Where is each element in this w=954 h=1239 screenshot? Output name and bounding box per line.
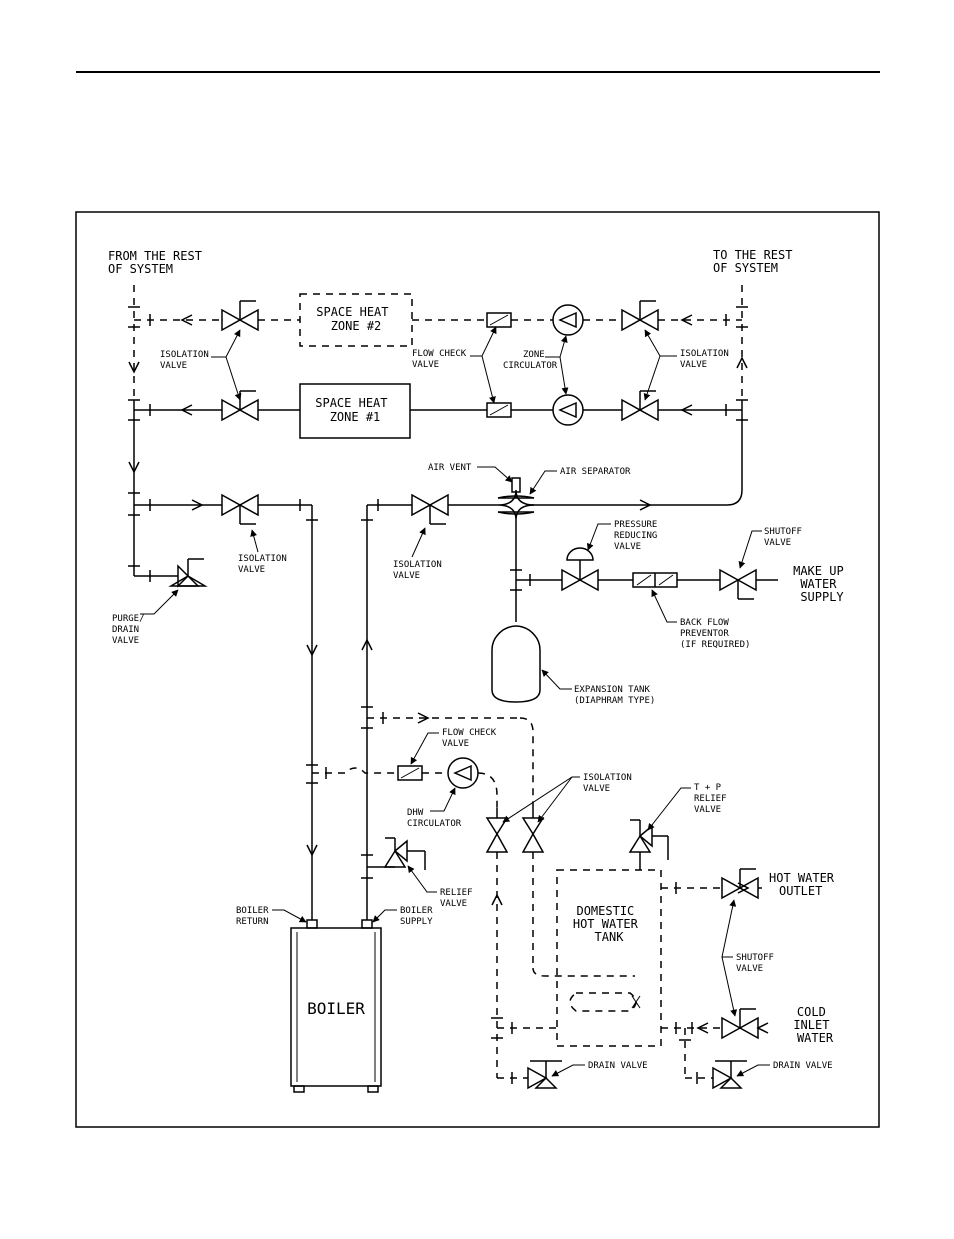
- boiler-supply-label: BOILER SUPPLY: [400, 906, 438, 927]
- isolation-valve-dhw-left[interactable]: [485, 808, 509, 853]
- drain-valve-left[interactable]: [527, 1060, 562, 1090]
- hot-water-outlet-label: HOT WATER OUTLET: [769, 871, 841, 898]
- relief-valve-label: RELIEF VALVE: [440, 888, 478, 909]
- expansion-tank-label: EXPANSION TANK (DIAPHRAM TYPE): [574, 685, 655, 706]
- air-vent-label: AIR VENT: [428, 463, 472, 473]
- diagram-frame: [75, 211, 880, 1128]
- dhw-loop: [312, 712, 635, 1084]
- make-up-water-label: MAKE UP WATER SUPPLY: [793, 564, 851, 604]
- flow-check-valve-zone1[interactable]: [486, 402, 512, 418]
- isolation-valve-dhw-right[interactable]: [521, 808, 545, 853]
- flow-check-top-label: FLOW CHECK VALVE: [412, 349, 472, 370]
- flow-check-valve-zone2[interactable]: [486, 312, 512, 328]
- purge-drain-label: PURGE/ DRAIN VALVE: [112, 614, 150, 646]
- drain-valve-right-label: DRAIN VALVE: [773, 1061, 833, 1071]
- back-flow-preventor[interactable]: [632, 572, 678, 588]
- boiler-return-label: BOILER RETURN: [236, 906, 274, 927]
- zone-circulator-label: ZONE CIRCULATOR: [503, 350, 558, 371]
- dhw-tank-label: DOMESTIC HOT WATER TANK: [573, 904, 645, 944]
- isolation-valve-dhw-label: ISOLATION VALVE: [583, 773, 637, 794]
- drain-valve-left-label: DRAIN VALVE: [588, 1061, 648, 1071]
- tp-relief-valve[interactable]: [628, 819, 669, 870]
- isolation-valve-return[interactable]: [221, 493, 259, 525]
- zone2-circulator[interactable]: [552, 304, 584, 336]
- back-flow-label: BACK FLOW PREVENTOR (IF REQUIRED): [680, 618, 750, 650]
- tp-relief-label: T + P RELIEF VALVE: [694, 783, 732, 815]
- right-supply-riser: [532, 285, 748, 511]
- boiler-supply-line: [361, 499, 498, 920]
- to-rest-label: TO THE REST OF SYSTEM: [713, 248, 800, 275]
- dhw-line-bend: [477, 772, 498, 808]
- flow-check-valve-dhw[interactable]: [397, 765, 423, 781]
- space-heat-zone-2: SPACE HEAT ZONE #2: [299, 293, 413, 347]
- dhw-circulator[interactable]: [447, 757, 479, 789]
- isolation-valve-supply[interactable]: [411, 493, 449, 525]
- space-heat-zone-1: SPACE HEAT ZONE #1: [299, 383, 411, 439]
- svg-text:SPACE HEAT ZONE #2: SPACE HEAT ZONE #2: [316, 305, 395, 333]
- air-separator-label: AIR SEPARATOR: [560, 467, 631, 477]
- isolation-valve-zone2-left[interactable]: [221, 300, 259, 332]
- pressure-reducing-valve[interactable]: [561, 547, 599, 592]
- svg-text:SPACE HEAT ZONE #1: SPACE HEAT ZONE #1: [315, 396, 394, 424]
- isolation-valve-tr-label: ISOLATION VALVE: [680, 349, 734, 370]
- from-rest-label: FROM THE REST OF SYSTEM: [108, 249, 209, 276]
- dhw-tank: DOMESTIC HOT WATER TANK: [556, 869, 662, 1047]
- isolation-valve-zone1-left[interactable]: [221, 390, 259, 422]
- pressure-reducing-label: PRESSURE REDUCING VALVE: [614, 520, 663, 552]
- boiler-label: BOILER: [307, 999, 365, 1018]
- isolation-valve-tl-label: ISOLATION VALVE: [160, 350, 214, 371]
- air-vent: [511, 477, 521, 498]
- zone1-line: [134, 404, 742, 416]
- shutoff-valve-makeup[interactable]: [719, 568, 757, 600]
- shutoff-valve-bottom-label: SHUTOFF VALVE: [736, 953, 779, 974]
- isolation-valve-left-label: ISOLATION VALVE: [238, 554, 292, 575]
- left-return-riser: [128, 285, 178, 582]
- boiler-return-line: [134, 499, 318, 920]
- purge-drain-valve[interactable]: [168, 558, 208, 588]
- boiler: BOILER: [290, 919, 382, 1093]
- cold-inlet-label: COLD INLET WATER: [793, 1005, 836, 1045]
- zone1-circulator[interactable]: [552, 394, 584, 426]
- hot-water-shutoff-valve[interactable]: [721, 868, 759, 900]
- flow-check-dhw-label: FLOW CHECK VALVE: [442, 728, 502, 749]
- isolation-valve-zone2-right[interactable]: [621, 300, 659, 332]
- cold-inlet-shutoff-valve[interactable]: [721, 1008, 759, 1040]
- makeup-water-line: [510, 520, 778, 622]
- isolation-valve-zone1-right[interactable]: [621, 390, 659, 422]
- zone2-line: [134, 314, 742, 326]
- expansion-tank: [491, 625, 541, 703]
- dhw-circulator-label: DHW CIRCULATOR: [407, 808, 462, 829]
- domestic-lines: [661, 882, 769, 1084]
- boiler-relief-valve[interactable]: [383, 837, 426, 870]
- drain-valve-right[interactable]: [712, 1060, 747, 1090]
- shutoff-valve-top-label: SHUTOFF VALVE: [764, 527, 807, 548]
- isolation-valve-mid-label: ISOLATION VALVE: [393, 560, 447, 581]
